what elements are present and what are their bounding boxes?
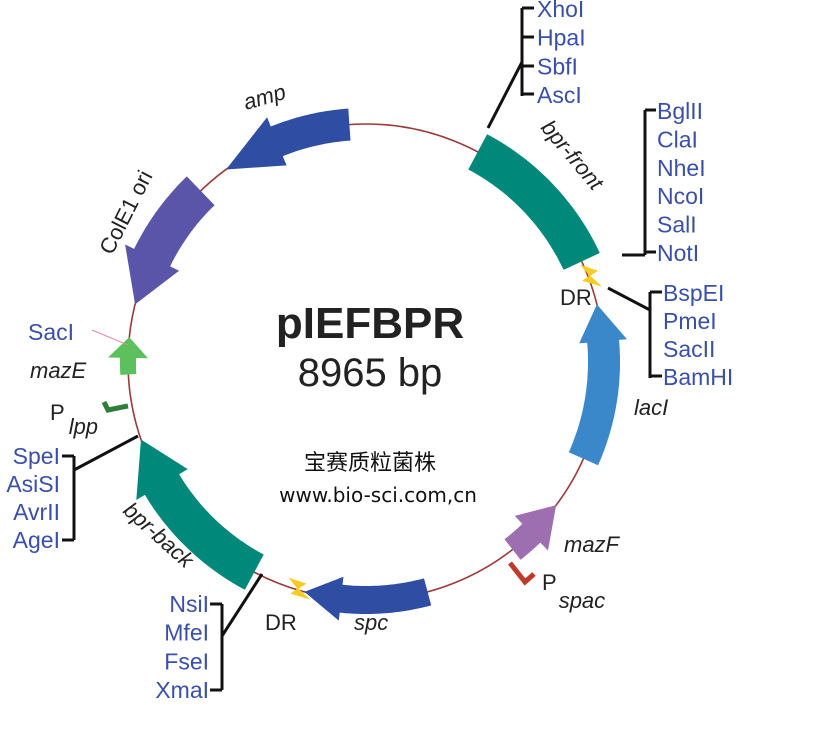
plasmid-name: pIEFBPR bbox=[276, 299, 464, 348]
label-spc: spc bbox=[354, 610, 388, 635]
enzyme-xmai: XmaI bbox=[155, 677, 209, 703]
enzyme-avrii: AvrII bbox=[13, 499, 60, 525]
bpr-back-arrow bbox=[136, 439, 264, 590]
enzyme-clai: ClaI bbox=[657, 126, 698, 152]
enzyme-asisi: AsiSI bbox=[6, 471, 60, 497]
enzyme-sacii: SacII bbox=[663, 336, 715, 362]
label-p-spac: Pspac bbox=[542, 570, 605, 613]
label-dr-top: DR bbox=[560, 285, 592, 310]
enzyme-nhei: NheI bbox=[657, 155, 706, 181]
bracket-top bbox=[486, 6, 534, 129]
amp-arrow bbox=[226, 108, 351, 170]
enzyme-fsei: FseI bbox=[164, 648, 209, 674]
mazf-arrow bbox=[504, 505, 557, 560]
enzyme-pmei: PmeI bbox=[663, 308, 717, 334]
enzyme-hpai: HpaI bbox=[537, 25, 586, 51]
saci-site-line bbox=[91, 329, 129, 346]
enzyme-asci: AscI bbox=[537, 82, 582, 108]
p-lpp-promoter-icon bbox=[101, 400, 129, 413]
enzyme-spei: SpeI bbox=[13, 443, 60, 469]
bracket-left bbox=[62, 434, 139, 542]
cole1-ori-arrow bbox=[125, 176, 215, 305]
laci-arrow bbox=[568, 304, 627, 466]
dr-top-icon bbox=[580, 264, 603, 287]
dr-bottom-icon bbox=[288, 577, 311, 600]
label-maze: mazE bbox=[30, 358, 87, 383]
maze-arrow bbox=[108, 337, 148, 375]
spc-arrow bbox=[304, 576, 432, 621]
label-p-lpp: Plpp bbox=[50, 400, 98, 439]
bracket-right2 bbox=[607, 286, 662, 378]
enzyme-mfei: MfeI bbox=[164, 620, 209, 646]
plasmid-size: 8965 bp bbox=[298, 351, 443, 395]
p-spac-promoter-icon bbox=[508, 561, 536, 586]
label-dr-bottom: DR bbox=[265, 610, 297, 635]
bracket-bottom bbox=[210, 573, 264, 692]
label-amp: amp bbox=[240, 79, 288, 115]
bpr-front-block bbox=[468, 134, 600, 270]
watermark-cn: 宝赛质粒菌株 bbox=[304, 451, 436, 476]
label-mazf: mazF bbox=[564, 532, 621, 557]
enzyme-bamhi: BamHI bbox=[663, 364, 733, 390]
enzyme-agei: AgeI bbox=[13, 527, 60, 553]
enzyme-noti: NotI bbox=[657, 240, 699, 266]
enzyme-bspei: BspEI bbox=[663, 280, 724, 306]
enzyme-xhoi: XhoI bbox=[537, 0, 584, 22]
watermark-url: www.bio-sci.com,cn bbox=[279, 483, 477, 507]
label-laci: lacI bbox=[634, 395, 668, 420]
enzyme-nsii: NsiI bbox=[169, 591, 209, 617]
enzyme-sbfi: SbfI bbox=[537, 53, 578, 79]
enzyme-sali: SalI bbox=[657, 212, 697, 238]
bracket-right1 bbox=[622, 108, 656, 257]
enzyme-saci: SacI bbox=[28, 319, 74, 345]
enzyme-bglii: BglII bbox=[657, 98, 703, 124]
enzyme-ncoi: NcoI bbox=[657, 183, 704, 209]
